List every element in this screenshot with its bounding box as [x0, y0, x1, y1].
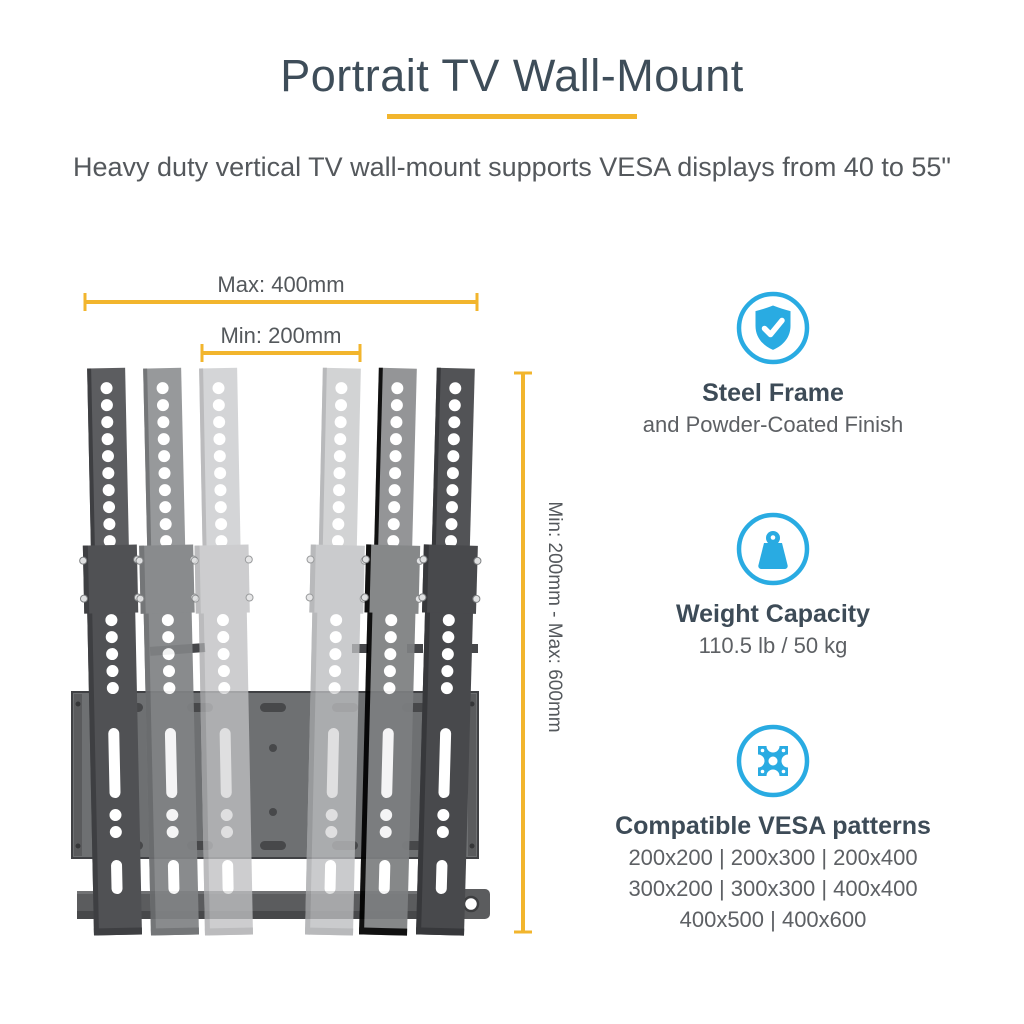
feature-text: 110.5 lb / 50 kg [698, 633, 848, 658]
dimension-height-range-label: Min: 200mm - Max: 600mm [544, 501, 565, 732]
feature-vesa-patterns: Compatible VESA patterns 200x200 | 200x3… [613, 722, 933, 935]
page-subtitle: Heavy duty vertical TV wall-mount suppor… [73, 152, 951, 182]
shield-check-icon [736, 291, 810, 365]
dimension-max-width [83, 293, 479, 311]
feature-text: 400x500 | 400x600 [679, 907, 867, 932]
vesa-plate-icon [736, 724, 810, 798]
dimension-min-width-label: Min: 200mm [220, 323, 341, 348]
feature-steel-frame: Steel Frame and Powder-Coated Finish [613, 289, 933, 440]
dimension-min-width [200, 344, 362, 362]
page-title: Portrait TV Wall-Mount [280, 50, 744, 101]
feature-text: 200x200 | 200x300 | 200x400 [628, 845, 918, 870]
feature-title: Weight Capacity [675, 600, 871, 628]
feature-title: Steel Frame [702, 379, 844, 407]
dimension-max-width-label: Max: 400mm [217, 272, 344, 297]
bar-end-hole [462, 895, 480, 913]
dimension-height-range [514, 371, 532, 934]
feature-weight-capacity: Weight Capacity 110.5 lb / 50 kg [613, 510, 933, 661]
feature-text: and Powder-Coated Finish [642, 412, 904, 437]
feature-text: 300x200 | 300x300 | 400x400 [628, 876, 918, 901]
feature-title: Compatible VESA patterns [615, 812, 931, 840]
weight-icon [736, 512, 810, 586]
title-underline-accent [387, 114, 637, 119]
mount-diagram: Max: 400mm Min: 200mm Min: 200mm - Max: … [71, 272, 565, 937]
